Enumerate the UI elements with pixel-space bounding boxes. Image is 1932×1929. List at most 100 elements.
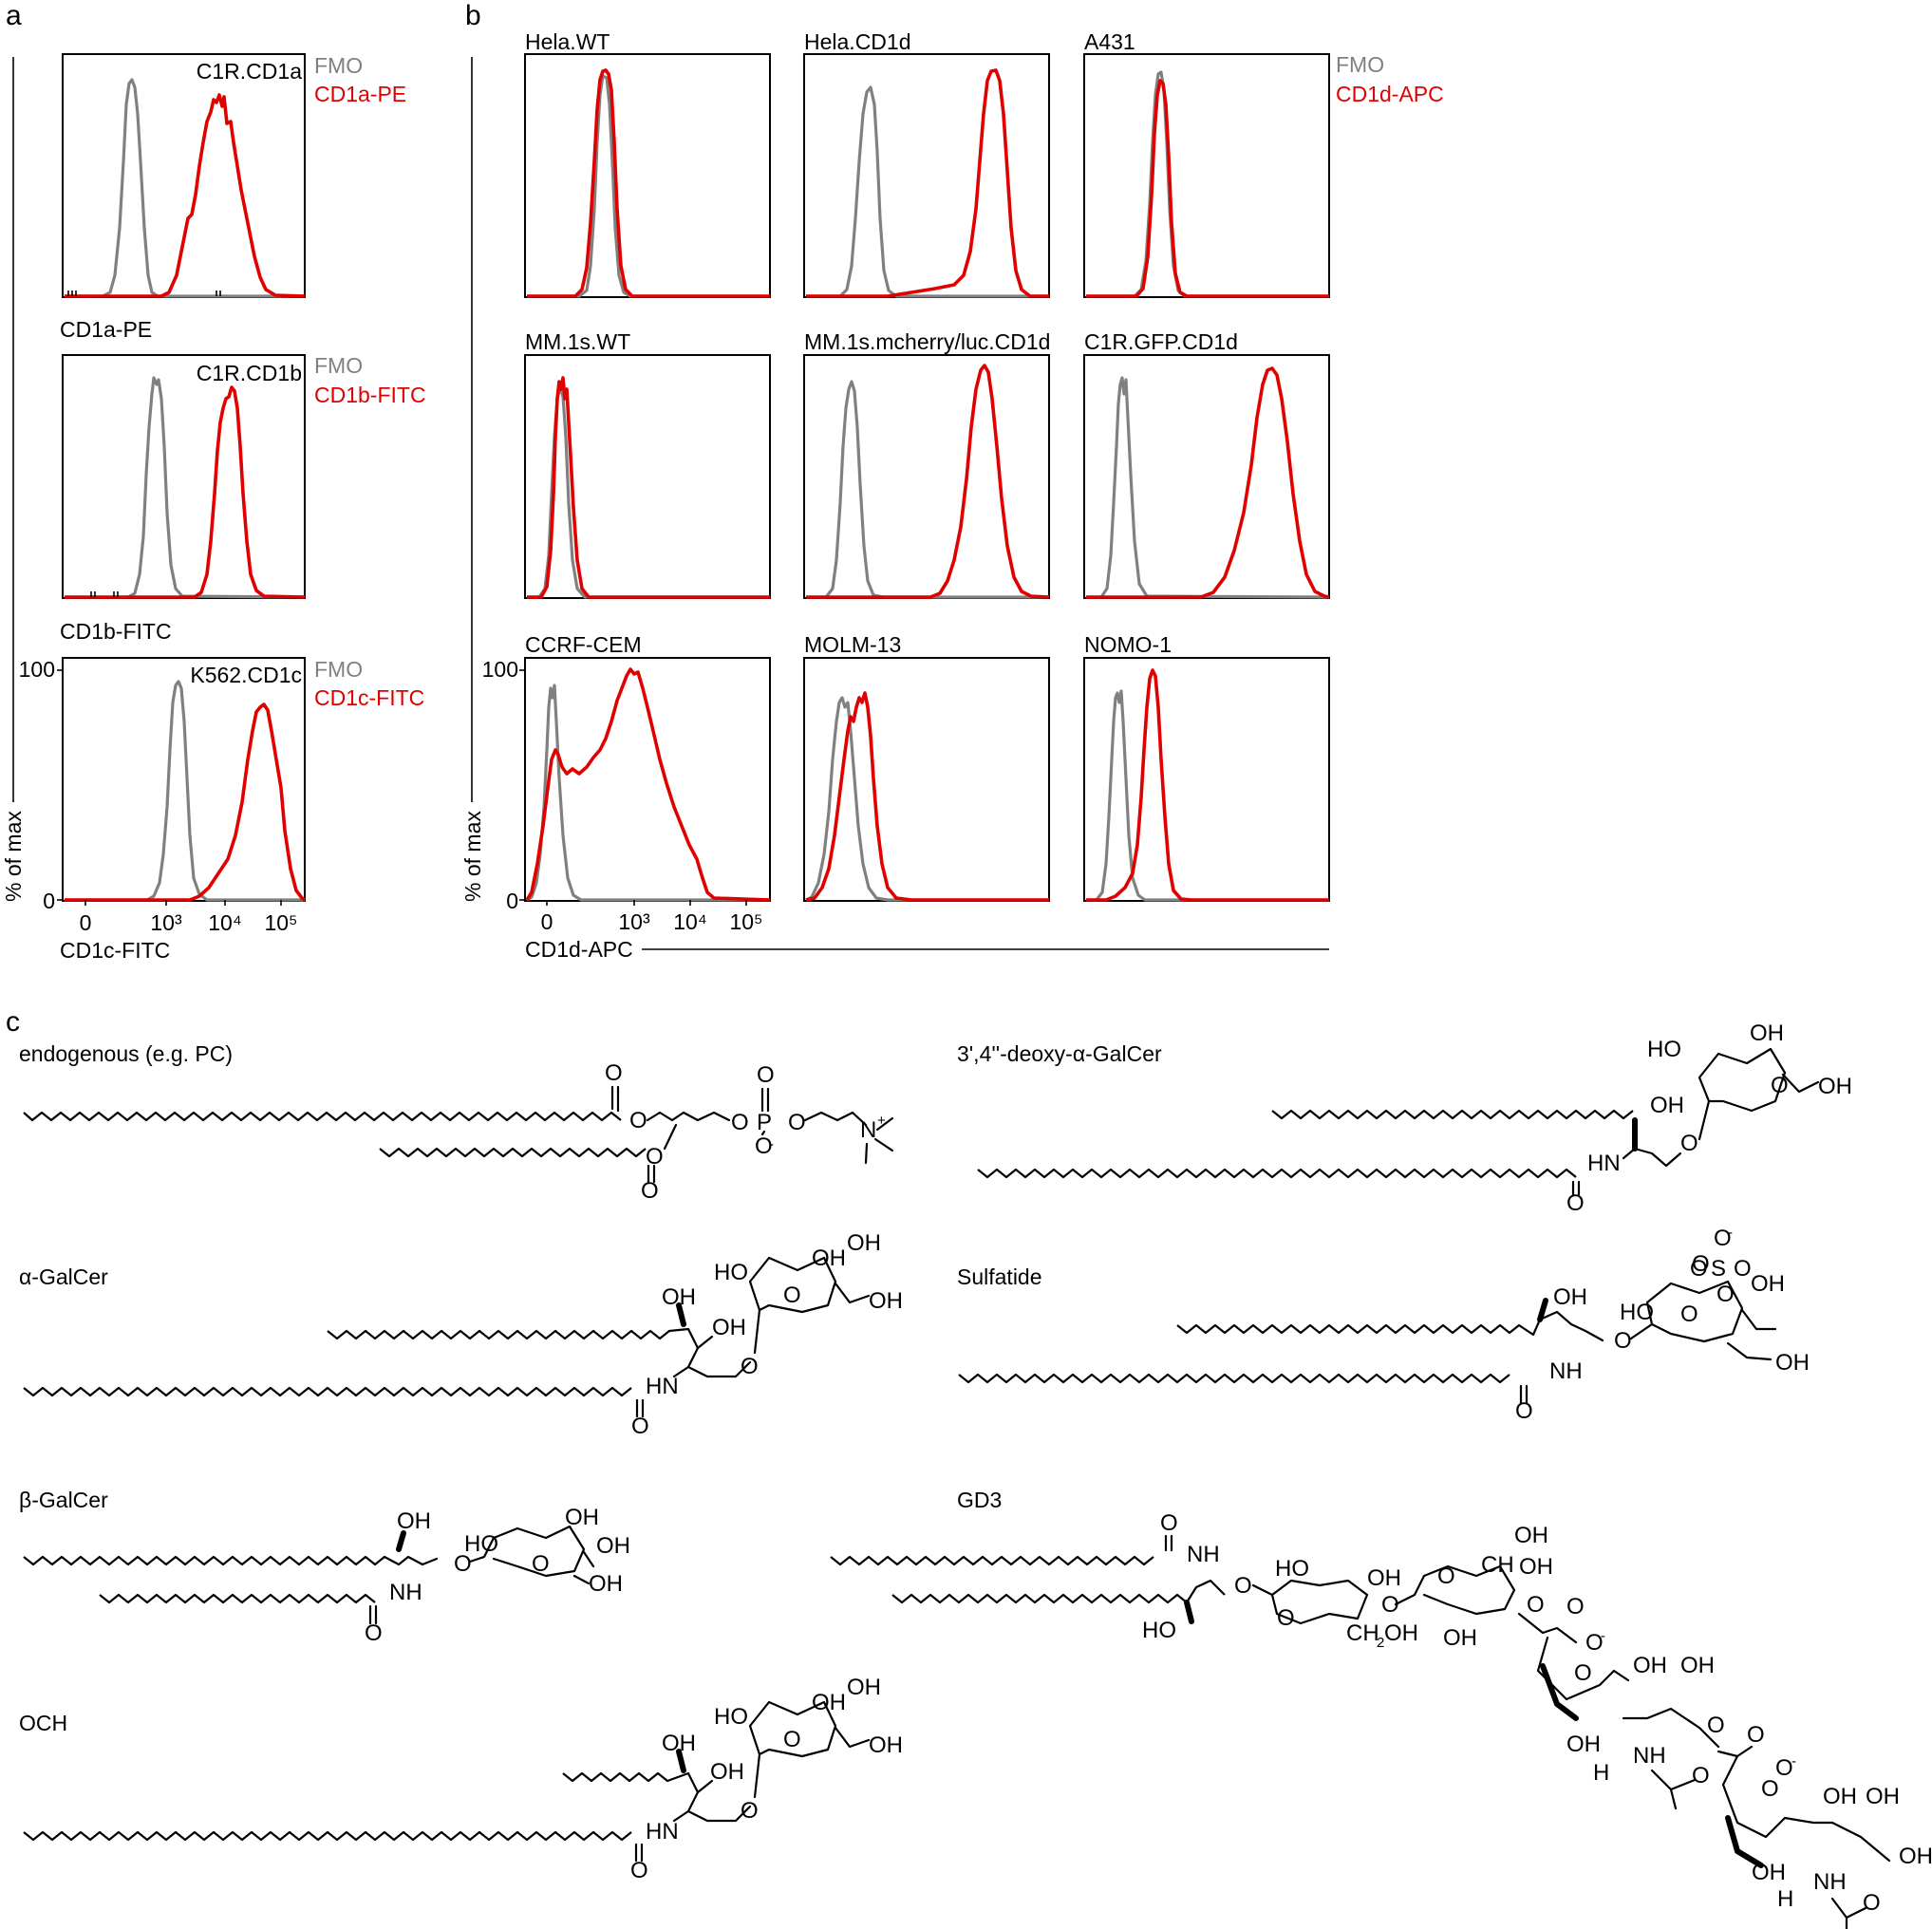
svg-text:O: O <box>1277 1605 1295 1631</box>
legend-stain: CD1a-PE <box>314 82 406 106</box>
svg-text:O: O <box>1716 1282 1735 1307</box>
x-tick-label: 10⁴ <box>673 909 706 934</box>
svg-text:OH: OH <box>1823 1784 1857 1809</box>
svg-text:O: O <box>1734 1256 1752 1282</box>
panel-a: % of max C1R.CD1a FMO CD1a-PE CD1a-PE C1… <box>1 53 426 963</box>
svg-text:HO: HO <box>1647 1037 1681 1062</box>
svg-text:OH: OH <box>1818 1074 1852 1099</box>
svg-text:+: + <box>877 1113 886 1129</box>
legend-fmo: FMO <box>1336 52 1384 77</box>
svg-text:O: O <box>1690 1256 1708 1282</box>
svg-text:OH: OH <box>847 1230 881 1256</box>
fmo-histogram <box>1086 376 1330 599</box>
fmo-histogram <box>65 680 305 902</box>
svg-text:O: O <box>1714 1226 1732 1251</box>
y-axis-label: % of max <box>1 811 26 902</box>
svg-text:O: O <box>1692 1251 1710 1277</box>
svg-text:OH: OH <box>1650 1093 1684 1118</box>
svg-text:H: H <box>1593 1760 1609 1786</box>
svg-text:OH: OH <box>596 1533 630 1559</box>
legend-stain: CD1c-FITC <box>314 685 424 710</box>
legend-stain: CD1b-FITC <box>314 383 426 407</box>
svg-text:OH: OH <box>1866 1784 1900 1809</box>
svg-text:-: - <box>769 1136 774 1152</box>
stain-histogram <box>1086 366 1330 599</box>
structure-och: O HN OH OH O HO OH OH O OH <box>23 1675 903 1883</box>
svg-text:HO: HO <box>1275 1556 1309 1582</box>
svg-text:H: H <box>1777 1886 1793 1912</box>
svg-text:NH: NH <box>1813 1869 1847 1895</box>
svg-text:O: O <box>1680 1131 1698 1156</box>
svg-text:O: O <box>741 1354 759 1379</box>
plot-frame-hela-cd1d <box>803 53 1050 298</box>
svg-text:OH: OH <box>869 1288 903 1314</box>
legend-fmo: FMO <box>314 53 363 78</box>
svg-text:O: O <box>1515 1398 1533 1424</box>
svg-text:OH: OH <box>1899 1844 1932 1869</box>
fmo-histogram <box>527 74 770 298</box>
svg-text:N: N <box>860 1117 876 1143</box>
svg-text:O: O <box>1234 1573 1252 1599</box>
stain-histogram <box>806 68 1049 298</box>
svg-text:O: O <box>1761 1776 1779 1802</box>
y-tick-100: 100 <box>19 657 55 682</box>
svg-text:2: 2 <box>1377 1635 1384 1651</box>
plot-frame-ccrf-cem <box>524 657 771 902</box>
legend-stain: CD1d-APC <box>1336 82 1444 106</box>
fmo-histogram <box>527 385 770 599</box>
plot-title: MM.1s.mcherry/luc.CD1d <box>804 329 1050 354</box>
svg-text:NH: NH <box>389 1580 422 1605</box>
fmo-histogram <box>1086 689 1329 902</box>
x-tick-label: 10⁴ <box>208 910 241 935</box>
svg-text:O: O <box>646 1144 664 1170</box>
x-axis-label: CD1a-PE <box>60 317 152 342</box>
svg-text:OH: OH <box>1680 1653 1715 1678</box>
svg-text:-: - <box>1791 1753 1796 1770</box>
y-tick-100: 100 <box>482 657 518 682</box>
svg-text:CH: CH <box>1346 1620 1379 1646</box>
fmo-histogram <box>805 696 1049 902</box>
x-minor-ticks <box>90 591 119 597</box>
svg-text:O: O <box>731 1110 749 1135</box>
svg-text:NH: NH <box>1633 1743 1666 1769</box>
plot-frame-a431 <box>1083 53 1330 298</box>
svg-text:O: O <box>365 1620 383 1646</box>
svg-text:O: O <box>1566 1190 1585 1216</box>
plot-title: MM.1s.WT <box>525 329 630 354</box>
svg-text:OH: OH <box>847 1675 881 1700</box>
svg-text:P: P <box>757 1110 772 1135</box>
svg-text:O: O <box>1680 1302 1698 1327</box>
svg-text:O: O <box>1614 1328 1632 1354</box>
structure-label-deoxy-galcer: 3',4''-deoxy-α-GalCer <box>957 1041 1162 1066</box>
svg-text:HO: HO <box>714 1704 748 1730</box>
svg-text:OH: OH <box>565 1505 599 1530</box>
x-axis-ticks <box>546 900 747 906</box>
structure-label-beta-galcer: β-GalCer <box>19 1488 108 1512</box>
svg-text:O: O <box>1527 1592 1545 1618</box>
svg-text:O: O <box>605 1060 623 1086</box>
y-tick-0: 0 <box>43 889 55 913</box>
svg-text:O: O <box>1863 1890 1881 1916</box>
fmo-histogram <box>65 376 306 599</box>
svg-text:OH: OH <box>1751 1271 1785 1297</box>
y-tick-0: 0 <box>506 889 518 913</box>
svg-text:OH: OH <box>1633 1653 1667 1678</box>
svg-text:HO: HO <box>1620 1300 1654 1325</box>
svg-text:OH: OH <box>1384 1620 1418 1646</box>
svg-text:OH: OH <box>1443 1625 1477 1651</box>
stain-histogram <box>525 667 771 902</box>
svg-text:OH: OH <box>1750 1021 1784 1046</box>
stain-histogram <box>1086 668 1329 902</box>
svg-text:S: S <box>1711 1256 1726 1282</box>
svg-text:O: O <box>1437 1564 1455 1589</box>
fmo-histogram <box>806 380 1049 599</box>
svg-text:O: O <box>755 1133 773 1159</box>
svg-text:OH: OH <box>662 1731 696 1756</box>
svg-text:O: O <box>788 1110 806 1135</box>
plot-title: Hela.CD1d <box>804 29 911 54</box>
svg-text:O: O <box>1707 1713 1725 1738</box>
svg-text:OH: OH <box>812 1245 846 1271</box>
stain-histogram <box>806 364 1050 599</box>
